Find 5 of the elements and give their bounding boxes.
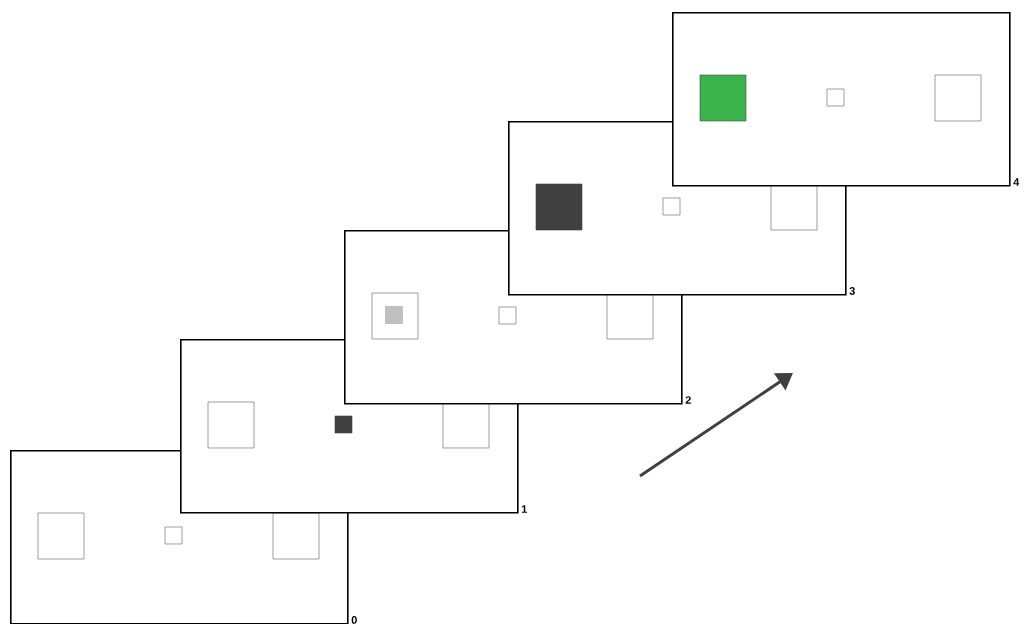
frame-number: 4 (1013, 178, 1020, 186)
frame-number: 0 (351, 616, 357, 624)
frame-number: 3 (849, 287, 855, 295)
frame-number: 2 (685, 396, 691, 404)
frame-number: 1 (521, 505, 527, 513)
